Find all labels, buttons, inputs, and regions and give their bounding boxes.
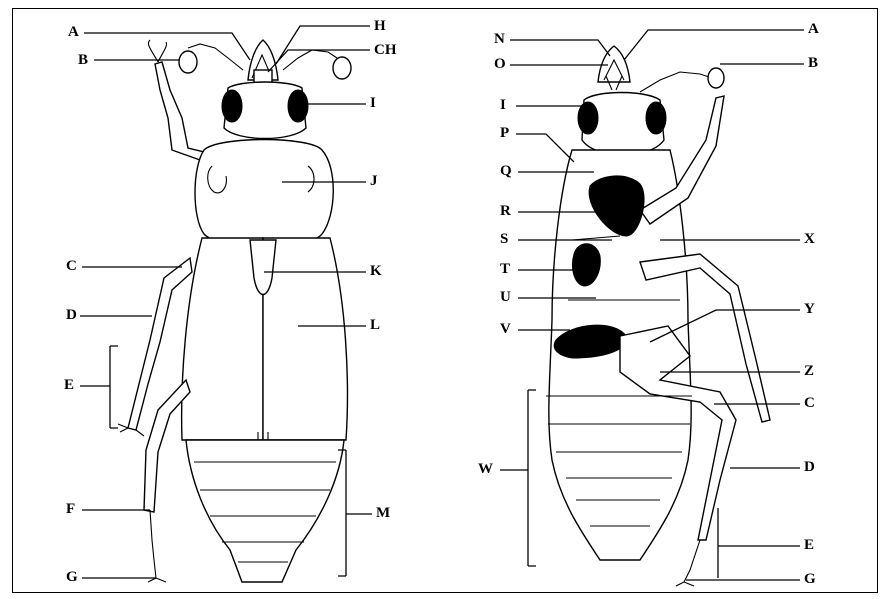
ventral-antenna-club-right <box>708 68 724 88</box>
leader-lines <box>80 26 804 580</box>
dorsal-label-F: F <box>66 502 75 517</box>
ventral-label-W: W <box>478 462 493 477</box>
ventral-beetle <box>546 46 770 586</box>
dorsal-antenna-club-left <box>179 51 197 73</box>
dorsal-foreleg-left <box>155 62 204 160</box>
ventral-antenna-right <box>640 72 712 92</box>
dorsal-label-I: I <box>370 96 376 111</box>
ventral-mandibles <box>598 46 630 82</box>
dorsal-label-A: A <box>68 25 79 40</box>
dorsal-abdomen <box>186 440 344 582</box>
ventral-label-Q: Q <box>500 164 512 179</box>
dorsal-label-K: K <box>370 264 382 279</box>
dorsal-label-E: E <box>64 378 74 393</box>
ventral-label-C: C <box>804 396 815 411</box>
ventral-label-N: N <box>494 32 505 47</box>
ventral-label-B: B <box>808 56 818 71</box>
dorsal-eye-left <box>222 90 242 122</box>
ventral-label-I: I <box>500 98 506 113</box>
dorsal-label-C: C <box>66 259 77 274</box>
ventral-eye-right <box>646 102 666 134</box>
ventral-label-T: T <box>500 262 510 277</box>
dorsal-label-J: J <box>370 174 378 189</box>
dorsal-hindleg-left <box>144 380 190 512</box>
ventral-label-Z: Z <box>804 364 814 379</box>
dorsal-label-M: M <box>376 506 390 521</box>
dorsal-label-B: B <box>78 53 88 68</box>
ventral-eye-left <box>578 102 598 134</box>
dorsal-label-H: H <box>374 19 386 34</box>
dorsal-label-L: L <box>370 318 380 333</box>
ventral-label-A: A <box>808 22 819 37</box>
dorsal-label-G: G <box>66 570 78 585</box>
dorsal-label-D: D <box>66 308 77 323</box>
dorsal-elytron-right <box>263 238 347 440</box>
ventral-label-O: O <box>494 57 506 72</box>
dorsal-label-CH: CH <box>374 43 397 58</box>
ventral-label-E: E <box>804 538 814 553</box>
dorsal-antenna-club-right <box>333 57 351 79</box>
ventral-label-S: S <box>500 232 508 247</box>
ventral-label-G: G <box>804 572 816 587</box>
ventral-label-R: R <box>500 204 511 219</box>
dorsal-beetle <box>118 40 351 582</box>
ventral-label-X: X <box>804 232 815 247</box>
ventral-label-P: P <box>500 126 509 141</box>
dorsal-antenna-right <box>283 50 340 70</box>
dorsal-elytron-left <box>182 238 263 440</box>
dorsal-eye-right <box>288 90 308 122</box>
ventral-label-Y: Y <box>804 302 815 317</box>
ventral-label-V: V <box>500 322 511 337</box>
ventral-label-D: D <box>804 460 815 475</box>
ventral-label-U: U <box>500 290 511 305</box>
